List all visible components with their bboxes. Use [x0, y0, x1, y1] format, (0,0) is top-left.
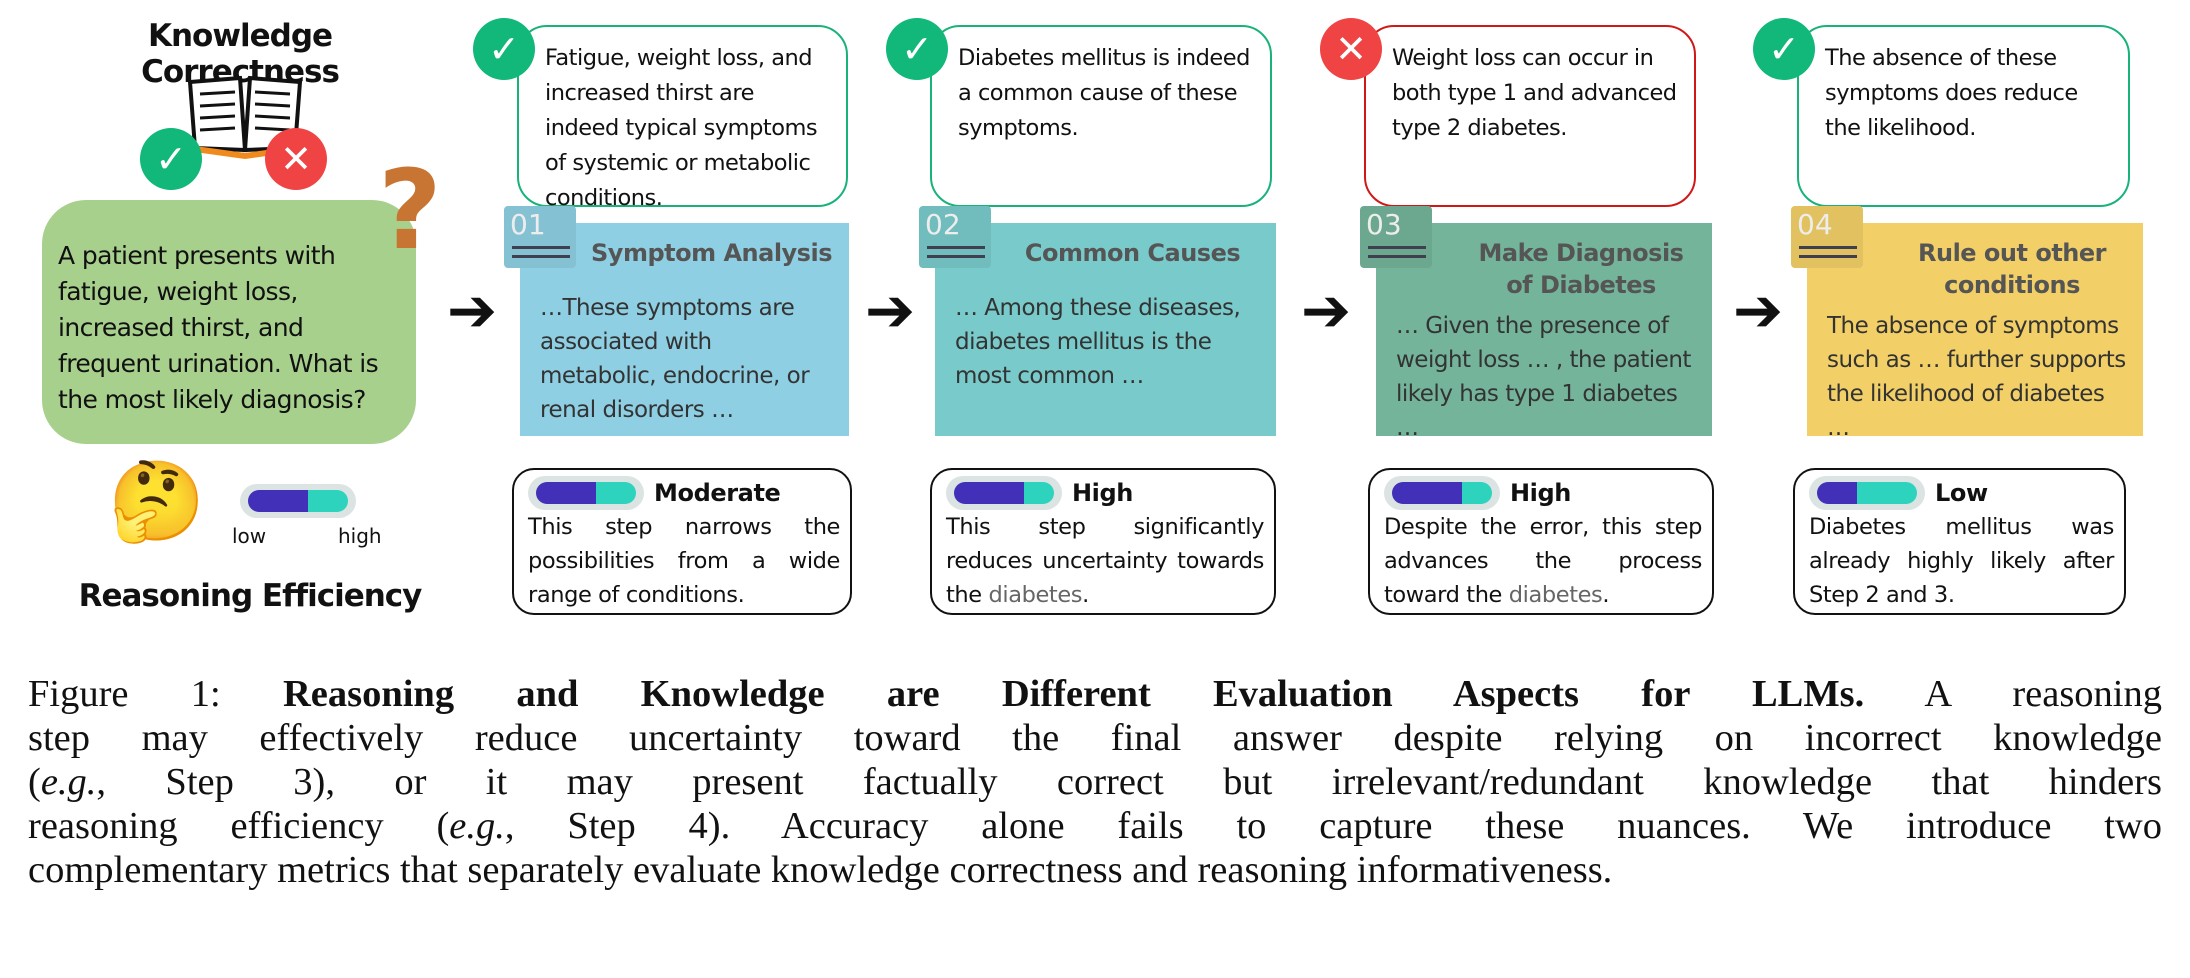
efficiency-text-highlight: diabetes [988, 582, 1083, 608]
step-number-tag: 01 [504, 206, 576, 268]
step-body: …These symptoms are associated with meta… [540, 295, 810, 423]
knowledge-correctness-title: Knowledge Correctness [141, 18, 340, 90]
efficiency-box: Low Diabetes mellitus was already highly… [1793, 468, 2126, 615]
incorrect-x-icon: ✕ [1320, 18, 1382, 80]
efficiency-text-main: Diabetes mellitus was already highly lik… [1809, 514, 2114, 608]
efficiency-text: This step significantly reduces uncertai… [946, 510, 1264, 612]
flow-arrow-icon: ➔ [864, 276, 916, 346]
step-body: … Among these diseases, diabetes mellitu… [955, 295, 1241, 389]
caption-italic: e.g. [449, 805, 505, 847]
document-lines-icon [1368, 246, 1426, 258]
incorrect-x-icon: ✕ [265, 128, 327, 190]
caption-text: , Step 4). Accuracy alone fails to captu… [504, 805, 2162, 847]
correct-check-icon: ✓ [473, 18, 535, 80]
step-body: … Given the presence of weight loss … , … [1396, 313, 1691, 441]
efficiency-text-main: This step significantly reduces uncertai… [946, 514, 1264, 608]
caption-text: , Step 3), or it may present factually c… [96, 761, 2162, 803]
caption-italic: e.g. [40, 761, 97, 803]
caption-text: step may effectively reduce uncertainty … [28, 717, 2162, 759]
legend-low-label: low [232, 524, 267, 548]
efficiency-text-end: . [1602, 582, 1610, 608]
flow-arrow-icon: ➔ [1732, 276, 1784, 346]
efficiency-box: High Despite the error, this step advanc… [1368, 468, 1714, 615]
thinking-face-icon: 🤔 [108, 457, 206, 547]
correct-check-icon: ✓ [886, 18, 948, 80]
efficiency-text: This step narrows the possibilities from… [528, 510, 840, 612]
caption-text: Figure 1: [28, 673, 283, 715]
efficiency-level: High [1510, 479, 1571, 507]
caption-text: ( [28, 761, 41, 803]
step-box: Rule out other conditions The absence of… [1807, 223, 2143, 441]
flow-arrow-icon: ➔ [446, 276, 498, 346]
caption-text: complementary metrics that separately ev… [28, 849, 1613, 891]
document-lines-icon [1799, 246, 1857, 258]
knowledge-text: Fatigue, weight loss, and increased thir… [545, 45, 818, 211]
efficiency-text-highlight: diabetes [1508, 582, 1603, 608]
caption-text: A reasoning [1864, 673, 2162, 715]
efficiency-level: Moderate [654, 479, 781, 507]
efficiency-text-main: This step narrows the possibilities from… [528, 514, 840, 608]
figure-caption: Figure 1: Reasoning and Knowledge are Di… [28, 672, 2162, 892]
document-lines-icon [512, 246, 570, 258]
legend-high-label: high [338, 524, 382, 548]
knowledge-bubble: The absence of these symptoms does reduc… [1797, 25, 2130, 207]
step-body: The absence of symptoms such as … furthe… [1827, 313, 2126, 441]
efficiency-text-end: . [1082, 582, 1089, 608]
knowledge-bubble: Weight loss can occur in both type 1 and… [1364, 25, 1696, 207]
step-number: 02 [925, 208, 961, 241]
step-title: Make Diagnosis of Diabetes [1478, 239, 1684, 299]
caption-bold: Reasoning and Knowledge are Different Ev… [282, 673, 1865, 715]
knowledge-text: The absence of these symptoms does reduc… [1825, 45, 2078, 141]
document-lines-icon [927, 246, 985, 258]
efficiency-text-main: Despite the error, this step advances th… [1384, 514, 1702, 608]
correct-check-icon: ✓ [1753, 18, 1815, 80]
step-box: Common Causes … Among these diseases, di… [935, 223, 1276, 436]
efficiency-bar [1809, 476, 1925, 510]
step-number-tag: 04 [1791, 206, 1863, 268]
knowledge-text: Weight loss can occur in both type 1 and… [1392, 45, 1677, 141]
efficiency-text: Diabetes mellitus was already highly lik… [1809, 510, 2114, 612]
knowledge-bubble: Fatigue, weight loss, and increased thir… [517, 25, 848, 211]
knowledge-text: Diabetes mellitus is indeed a common cau… [958, 45, 1250, 141]
efficiency-text: Despite the error, this step advances th… [1384, 510, 1702, 612]
question-mark-icon: ? [378, 146, 442, 274]
step-title: Rule out other conditions [1918, 239, 2107, 299]
efficiency-box: High This step significantly reduces unc… [930, 468, 1276, 615]
step-number: 03 [1366, 208, 1402, 241]
caption-text: reasoning efficiency ( [28, 805, 450, 847]
correct-check-icon: ✓ [140, 128, 202, 190]
flow-arrow-icon: ➔ [1300, 276, 1352, 346]
step-number-tag: 02 [919, 206, 991, 268]
efficiency-level: High [1072, 479, 1133, 507]
efficiency-bar [528, 476, 644, 510]
step-number-tag: 03 [1360, 206, 1432, 268]
legend-efficiency-bar [240, 484, 356, 518]
step-box: Make Diagnosis of Diabetes … Given the p… [1376, 223, 1712, 441]
efficiency-level: Low [1935, 479, 1988, 507]
question-box: A patient presents with fatigue, weight … [42, 200, 416, 444]
step-title: Symptom Analysis [591, 239, 832, 267]
efficiency-bar [1384, 476, 1500, 510]
reasoning-efficiency-title: Reasoning Efficiency [78, 578, 423, 614]
step-number: 01 [510, 208, 546, 241]
efficiency-box: Moderate This step narrows the possibili… [512, 468, 852, 615]
step-title: Common Causes [1024, 239, 1241, 267]
knowledge-bubble: Diabetes mellitus is indeed a common cau… [930, 25, 1272, 207]
efficiency-bar [946, 476, 1062, 510]
step-number: 04 [1797, 208, 1833, 241]
